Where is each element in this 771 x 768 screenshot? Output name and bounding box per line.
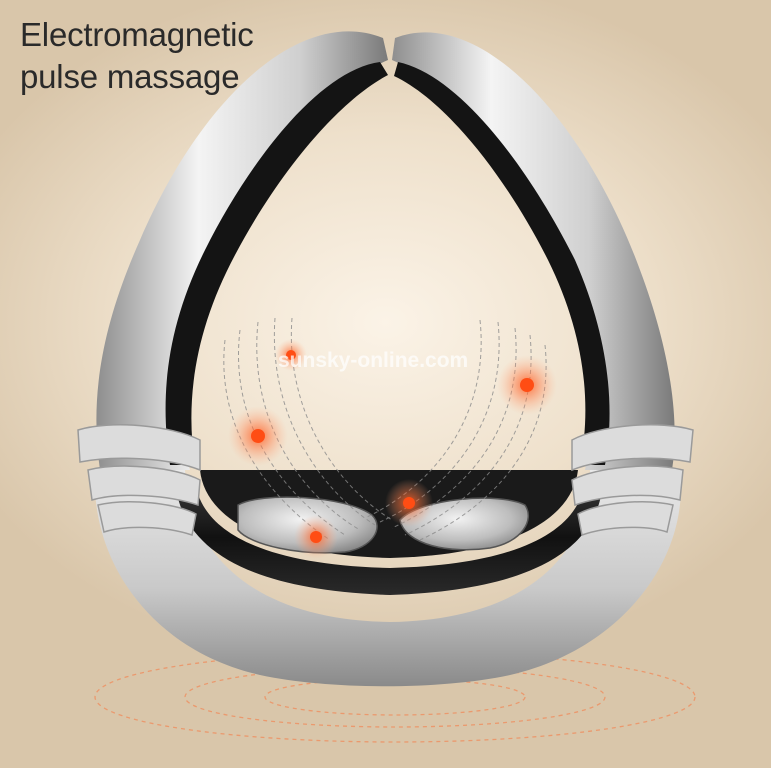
left-grip xyxy=(77,424,201,536)
pulse-point xyxy=(228,406,288,466)
pulse-points xyxy=(228,339,557,559)
watermark: sunsky-online.com xyxy=(278,349,469,372)
right-grip xyxy=(571,424,694,536)
pulse-point xyxy=(275,339,307,371)
right-arm xyxy=(392,32,675,470)
left-arm xyxy=(96,31,389,471)
caption: Electromagnetic pulse massage xyxy=(20,14,254,98)
pulse-point xyxy=(294,515,338,559)
base-band xyxy=(175,480,603,595)
base-shell xyxy=(94,470,681,687)
caption-line-1: Electromagnetic xyxy=(20,16,254,53)
pulse-point xyxy=(385,479,433,527)
pulse-point xyxy=(497,355,557,415)
caption-line-2: pulse massage xyxy=(20,58,240,95)
